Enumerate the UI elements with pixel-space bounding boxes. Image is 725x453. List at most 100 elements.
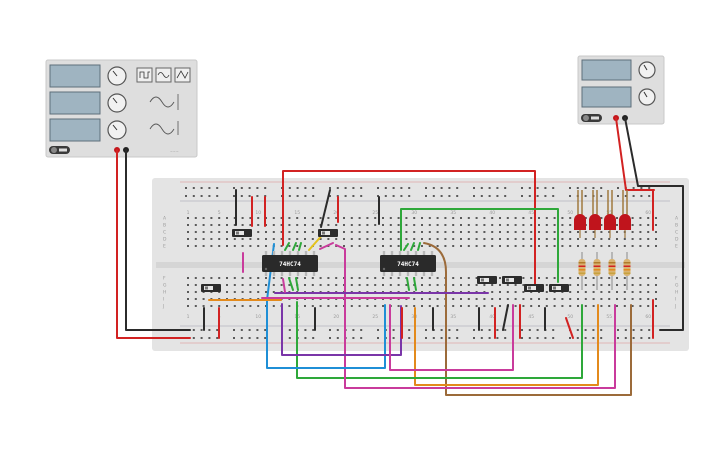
breadboard-hole[interactable] — [631, 277, 634, 279]
rail-hole[interactable] — [392, 329, 395, 331]
breadboard-hole[interactable] — [421, 238, 423, 240]
breadboard-hole[interactable] — [350, 217, 353, 219]
rail-hole[interactable] — [600, 329, 603, 331]
breadboard-hole[interactable] — [608, 298, 611, 300]
rail-hole[interactable] — [496, 329, 499, 331]
breadboard-hole[interactable] — [311, 238, 314, 240]
rail-hole[interactable] — [584, 187, 587, 189]
breadboard-hole[interactable] — [655, 277, 657, 279]
resistor[interactable] — [623, 252, 631, 290]
breadboard-hole[interactable] — [561, 277, 564, 279]
breadboard-hole[interactable] — [226, 291, 228, 293]
breadboard-hole[interactable] — [460, 217, 462, 219]
breadboard-hole[interactable] — [389, 231, 392, 233]
breadboard-hole[interactable] — [530, 231, 533, 233]
breadboard-hole[interactable] — [374, 245, 377, 247]
breadboard-hole[interactable] — [272, 217, 275, 219]
breadboard-hole[interactable] — [374, 231, 377, 233]
led[interactable] — [574, 190, 586, 238]
breadboard-hole[interactable] — [483, 305, 486, 307]
breadboard-hole[interactable] — [187, 231, 189, 233]
breadboard-hole[interactable] — [592, 231, 595, 233]
breadboard-hole[interactable] — [577, 284, 579, 286]
breadboard-hole[interactable] — [530, 238, 533, 240]
breadboard-hole[interactable] — [499, 277, 501, 279]
rail-hole[interactable] — [360, 329, 363, 331]
breadboard-hole[interactable] — [514, 231, 517, 233]
breadboard-hole[interactable] — [405, 231, 408, 233]
breadboard-hole[interactable] — [514, 298, 517, 300]
rail-hole[interactable] — [233, 337, 235, 339]
breadboard-hole[interactable] — [561, 238, 564, 240]
breadboard-hole[interactable] — [561, 245, 564, 247]
breadboard-hole[interactable] — [366, 224, 369, 226]
breadboard-hole[interactable] — [389, 238, 392, 240]
breadboard-hole[interactable] — [304, 231, 306, 233]
breadboard-hole[interactable] — [187, 217, 189, 219]
breadboard-hole[interactable] — [639, 277, 642, 279]
rail-hole[interactable] — [569, 337, 571, 339]
breadboard-hole[interactable] — [421, 298, 423, 300]
breadboard-hole[interactable] — [436, 224, 439, 226]
rail-hole[interactable] — [473, 187, 475, 189]
breadboard-hole[interactable] — [655, 245, 657, 247]
breadboard-hole[interactable] — [623, 245, 626, 247]
rail-hole[interactable] — [632, 195, 635, 197]
rail-hole[interactable] — [352, 337, 355, 339]
rail-hole[interactable] — [288, 329, 291, 331]
breadboard-hole[interactable] — [631, 238, 634, 240]
breadboard-hole[interactable] — [335, 284, 338, 286]
breadboard-hole[interactable] — [600, 284, 603, 286]
breadboard-hole[interactable] — [421, 245, 423, 247]
rail-hole[interactable] — [216, 195, 219, 197]
breadboard-hole[interactable] — [467, 238, 470, 240]
rail-hole[interactable] — [329, 337, 331, 339]
breadboard-hole[interactable] — [280, 231, 283, 233]
breadboard-hole[interactable] — [343, 238, 345, 240]
breadboard-hole[interactable] — [483, 298, 486, 300]
breadboard-hole[interactable] — [522, 231, 525, 233]
led[interactable] — [619, 190, 631, 238]
breadboard-hole[interactable] — [460, 298, 462, 300]
breadboard-hole[interactable] — [257, 224, 260, 226]
rail-hole[interactable] — [528, 337, 531, 339]
breadboard-hole[interactable] — [623, 305, 626, 307]
rail-hole[interactable] — [200, 337, 203, 339]
breadboard-hole[interactable] — [553, 238, 556, 240]
breadboard-hole[interactable] — [506, 298, 509, 300]
breadboard-hole[interactable] — [226, 238, 228, 240]
breadboard-hole[interactable] — [467, 245, 470, 247]
rail-hole[interactable] — [329, 195, 331, 197]
breadboard-hole[interactable] — [545, 305, 548, 307]
rail-hole[interactable] — [569, 195, 571, 197]
breadboard-hole[interactable] — [421, 224, 423, 226]
breadboard-hole[interactable] — [421, 277, 423, 279]
breadboard-hole[interactable] — [257, 238, 260, 240]
breadboard-hole[interactable] — [257, 231, 260, 233]
breadboard-hole[interactable] — [272, 224, 275, 226]
rail-hole[interactable] — [336, 337, 339, 339]
long-wires[interactable] — [208, 170, 632, 396]
breadboard-hole[interactable] — [304, 277, 306, 279]
breadboard-hole[interactable] — [343, 224, 345, 226]
rail-hole[interactable] — [377, 329, 379, 331]
breadboard-hole[interactable] — [226, 277, 228, 279]
breadboard-hole[interactable] — [538, 238, 540, 240]
breadboard-hole[interactable] — [280, 217, 283, 219]
resistor[interactable] — [608, 252, 616, 290]
rail-hole[interactable] — [640, 195, 643, 197]
rail-hole[interactable] — [473, 329, 475, 331]
breadboard-hole[interactable] — [436, 245, 439, 247]
breadboard-hole[interactable] — [202, 245, 205, 247]
breadboard-hole[interactable] — [569, 231, 572, 233]
rail-hole[interactable] — [440, 195, 443, 197]
breadboard-hole[interactable] — [194, 231, 197, 233]
rail-hole[interactable] — [185, 187, 187, 189]
breadboard-hole[interactable] — [655, 217, 657, 219]
breadboard-hole[interactable] — [428, 284, 431, 286]
breadboard-hole[interactable] — [272, 305, 275, 307]
breadboard-hole[interactable] — [257, 305, 260, 307]
breadboard-hole[interactable] — [592, 238, 595, 240]
breadboard-hole[interactable] — [335, 277, 338, 279]
breadboard-hole[interactable] — [296, 224, 299, 226]
